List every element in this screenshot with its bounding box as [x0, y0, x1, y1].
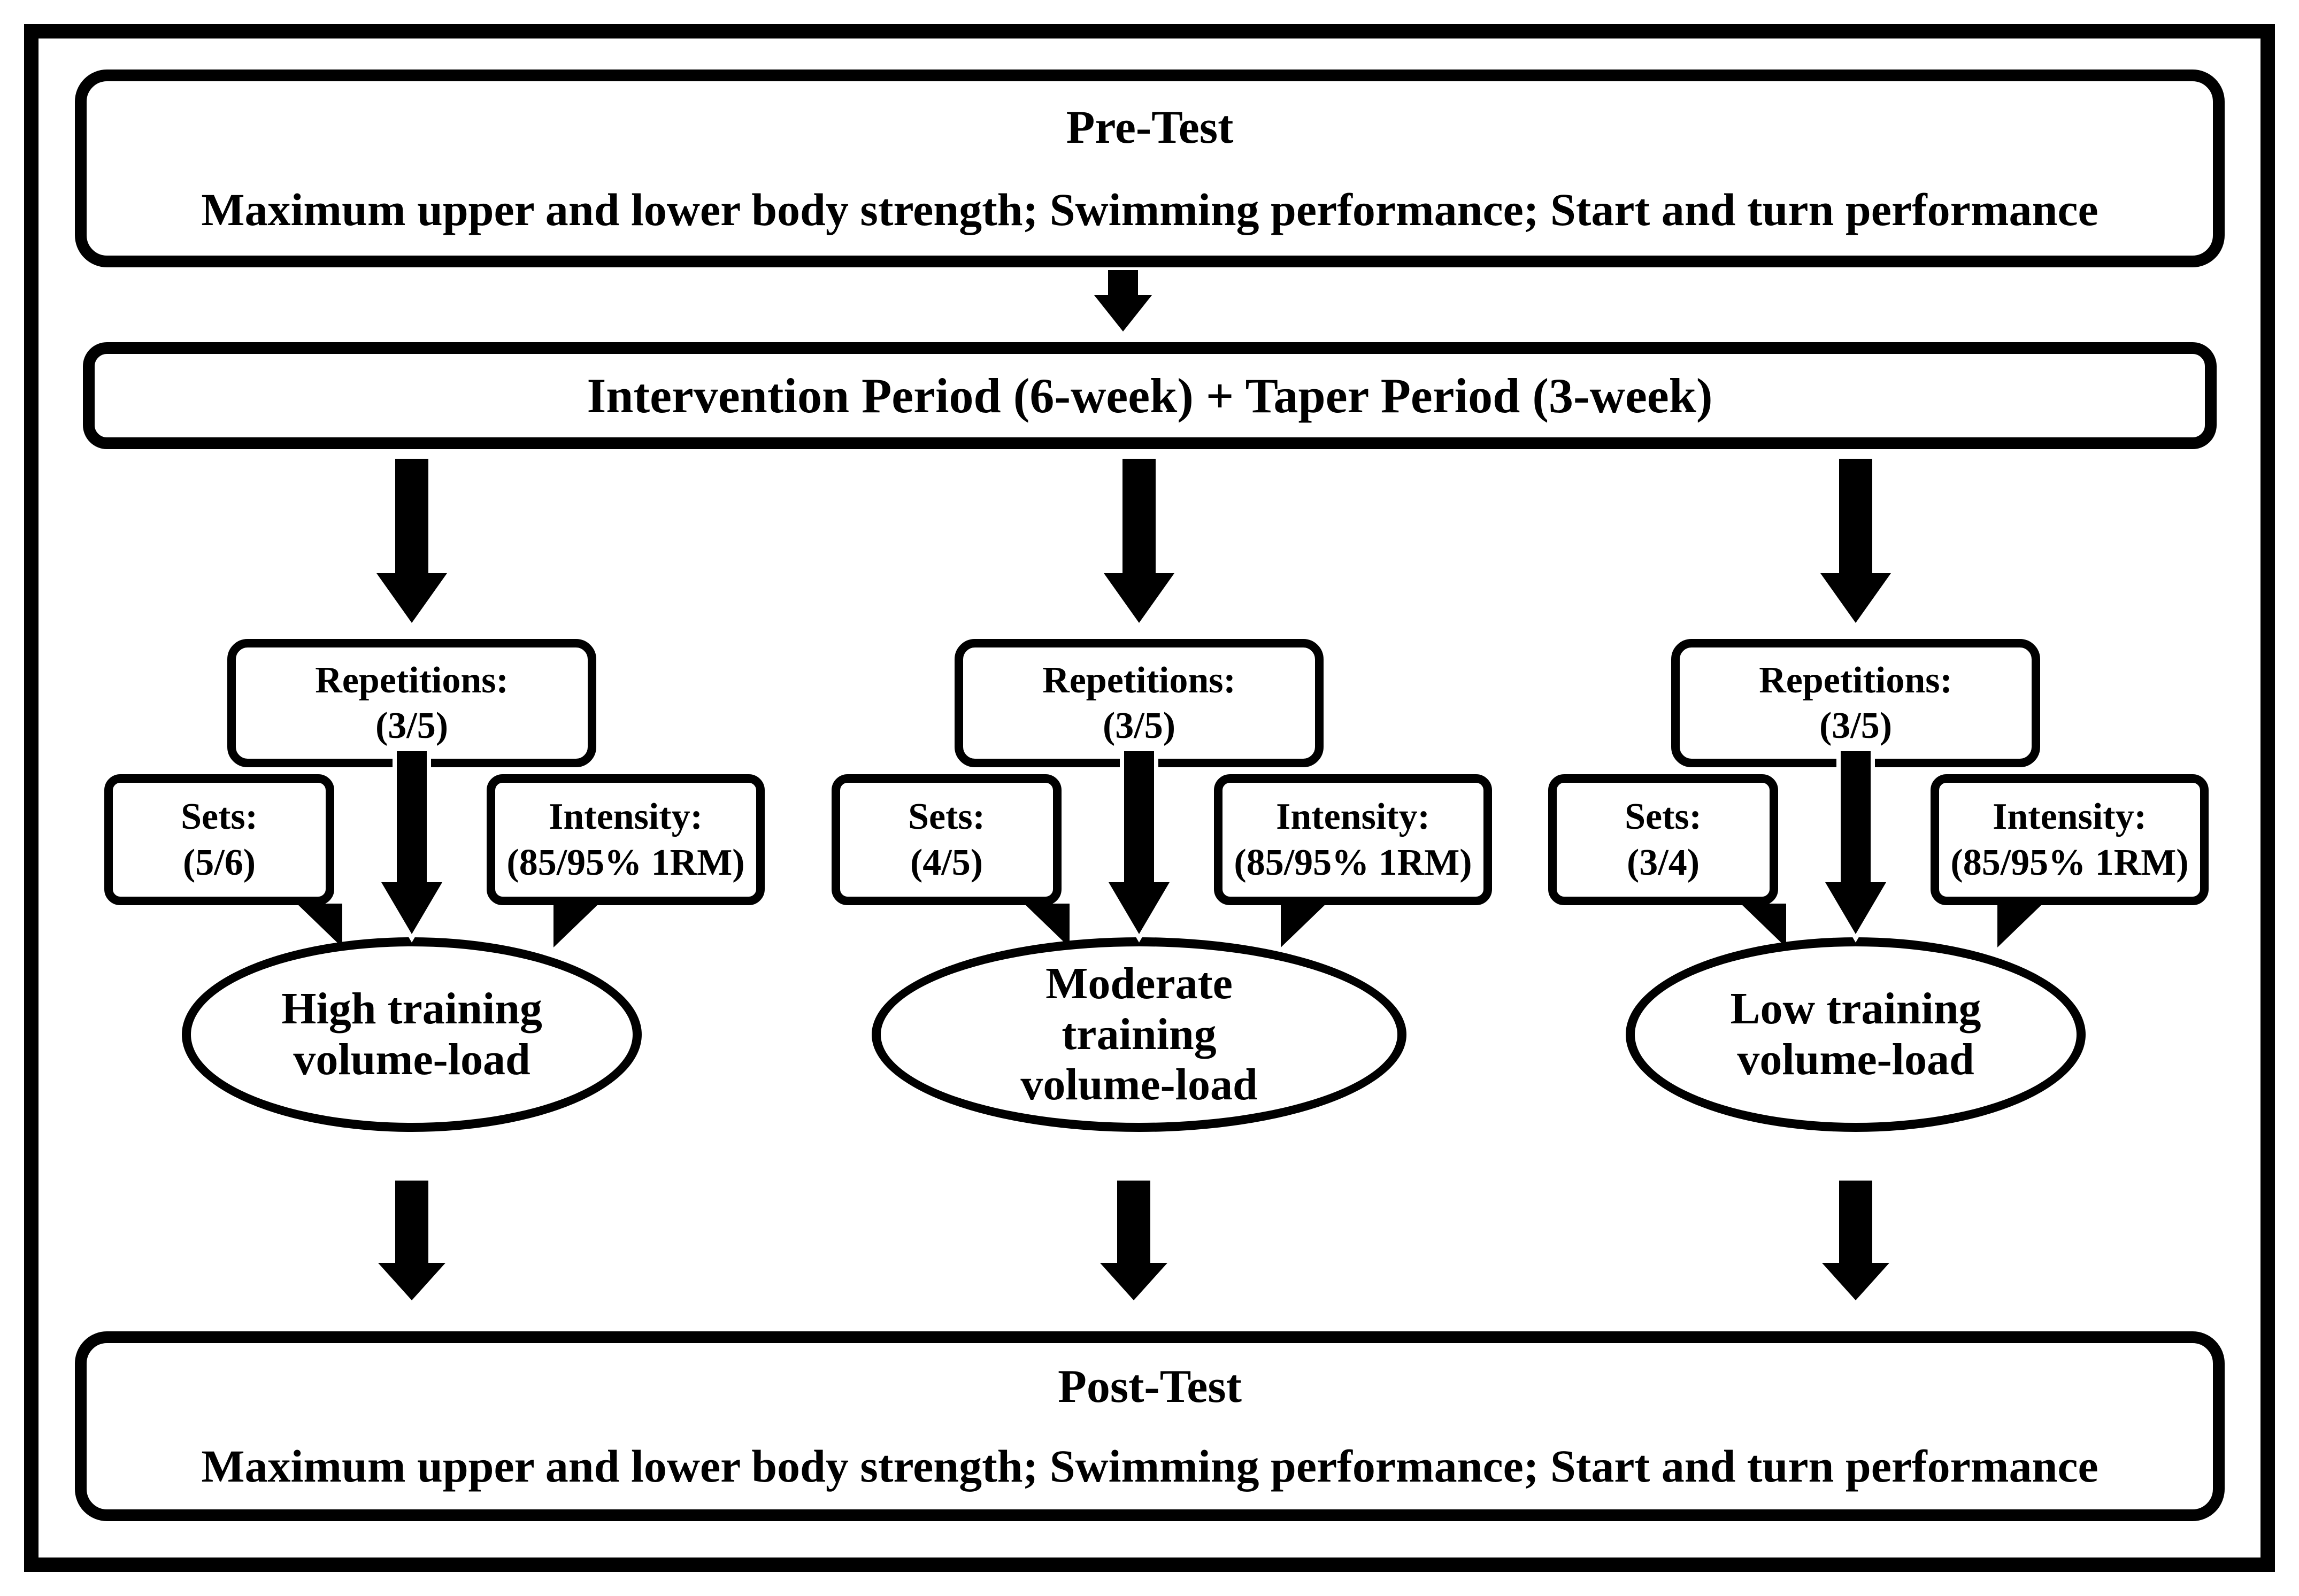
repetitions-box-low: Repetitions: (3/5) — [1671, 639, 2040, 767]
posttest-box: Post-Test Maximum upper and lower body s… — [75, 1331, 2225, 1521]
intensity-label: Intensity: — [549, 796, 703, 838]
sets-label: Sets: — [1625, 796, 1702, 838]
intensity-value: (85/95% 1RM) — [506, 842, 745, 883]
posttest-description: Maximum upper and lower body strength; S… — [201, 1440, 2098, 1492]
posttest-title: Post-Test — [1058, 1361, 1242, 1413]
intensity-value: (85/95% 1RM) — [1234, 842, 1472, 883]
repetitions-value: (3/5) — [1819, 705, 1893, 746]
outcome-line: Low training — [1730, 984, 1981, 1034]
outcome-line: volume-load — [293, 1035, 530, 1084]
sets-value: (5/6) — [182, 842, 256, 883]
repetitions-value: (3/5) — [375, 705, 449, 746]
repetitions-box-high: Repetitions: (3/5) — [227, 639, 596, 767]
intensity-box-low: Intensity: (85/95% 1RM) — [1931, 774, 2209, 905]
repetitions-label: Repetitions: — [1042, 659, 1236, 701]
intensity-value: (85/95% 1RM) — [1950, 842, 2189, 883]
intervention-box: Intervention Period (6-week) + Taper Per… — [83, 342, 2217, 449]
intervention-label: Intervention Period (6-week) + Taper Per… — [587, 368, 1713, 423]
sets-label: Sets: — [908, 796, 985, 838]
repetitions-box-moderate: Repetitions: (3/5) — [955, 639, 1324, 767]
outcome-ellipse-high: High training volume-load — [182, 937, 642, 1132]
pretest-box: Pre-Test Maximum upper and lower body st… — [75, 70, 2225, 267]
intensity-box-moderate: Intensity: (85/95% 1RM) — [1214, 774, 1492, 905]
intensity-box-high: Intensity: (85/95% 1RM) — [487, 774, 765, 905]
outcome-ellipse-low: Low training volume-load — [1626, 937, 2086, 1132]
sets-box-low: Sets: (3/4) — [1548, 774, 1778, 905]
repetitions-label: Repetitions: — [315, 659, 509, 701]
outcome-ellipse-moderate: Moderate training volume-load — [872, 937, 1406, 1132]
outer-frame — [24, 24, 2275, 1572]
sets-box-high: Sets: (5/6) — [104, 774, 334, 905]
repetitions-value: (3/5) — [1102, 705, 1176, 746]
outcome-line: volume-load — [1020, 1060, 1258, 1110]
outcome-line: High training — [281, 984, 542, 1034]
sets-box-moderate: Sets: (4/5) — [832, 774, 1062, 905]
sets-value: (4/5) — [910, 842, 983, 883]
outcome-line: Moderate — [1045, 958, 1233, 1008]
intensity-label: Intensity: — [1993, 796, 2147, 838]
outcome-line: volume-load — [1737, 1035, 1974, 1084]
intensity-label: Intensity: — [1276, 796, 1430, 838]
repetitions-label: Repetitions: — [1759, 659, 1952, 701]
sets-label: Sets: — [181, 796, 258, 838]
pretest-title: Pre-Test — [1066, 101, 1234, 153]
pretest-description: Maximum upper and lower body strength; S… — [201, 184, 2098, 236]
sets-value: (3/4) — [1626, 842, 1700, 883]
outcome-line: training — [1062, 1009, 1217, 1059]
